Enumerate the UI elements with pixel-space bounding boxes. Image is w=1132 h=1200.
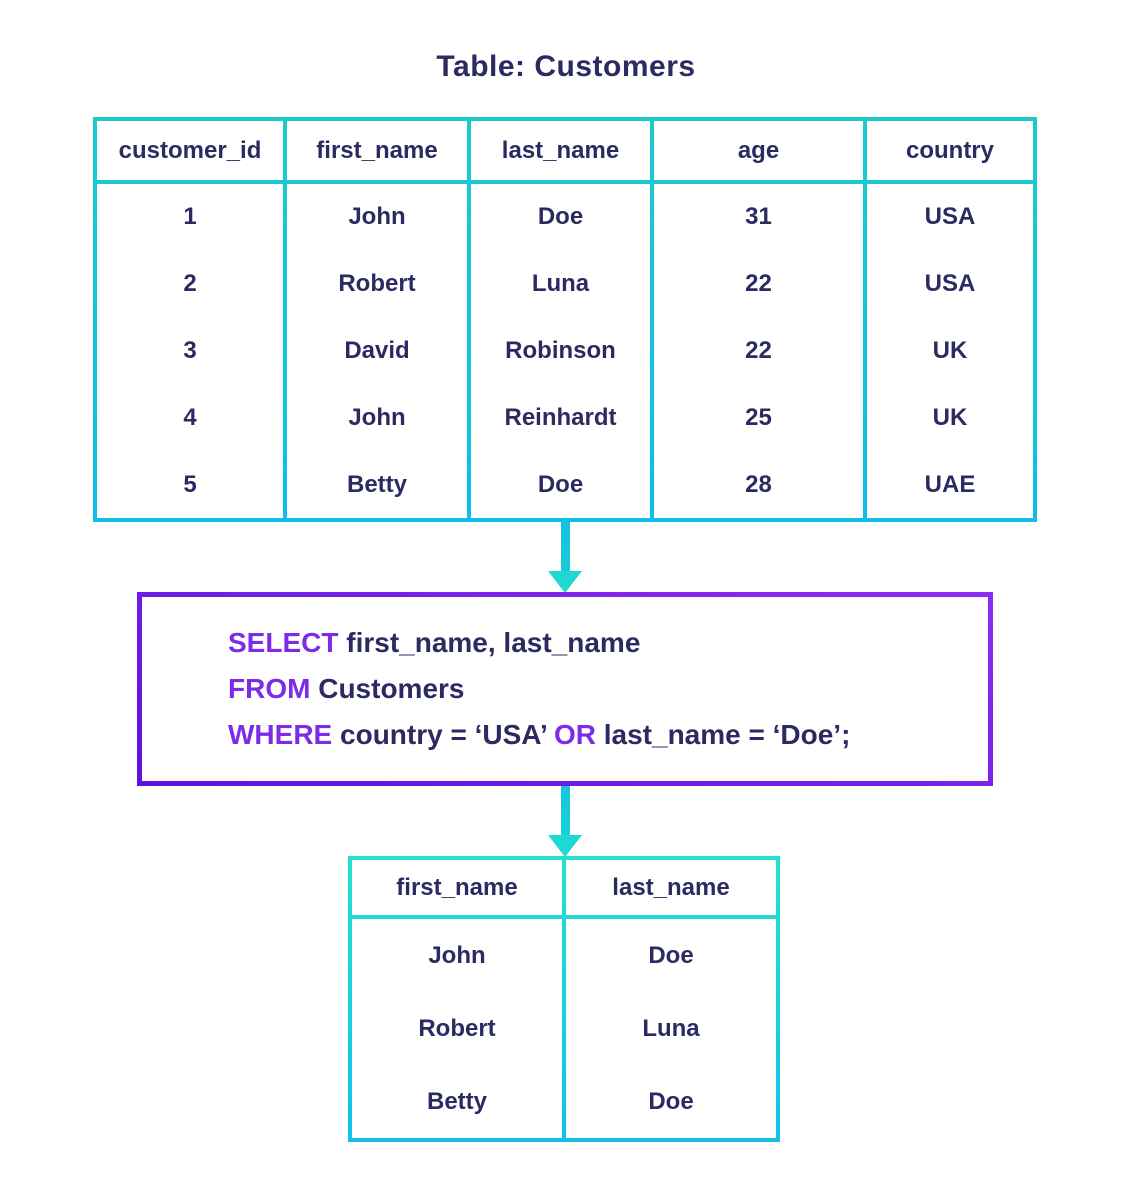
- table-cell: Doe: [537, 470, 584, 498]
- table-cell: 28: [745, 470, 772, 498]
- table-cell: John: [348, 203, 406, 231]
- table-cell: 22: [745, 336, 772, 364]
- column-header-first-name: first_name: [287, 121, 467, 180]
- result-column-header-last-name: last_name: [566, 860, 776, 915]
- table-cell: David: [344, 336, 410, 364]
- table-cell: Luna: [531, 270, 590, 298]
- column-header-customer-id: customer_id: [97, 121, 283, 180]
- table-cell: 25: [745, 403, 772, 431]
- sql-line-from: FROM Customers: [228, 666, 988, 712]
- sql-keyword-from: FROM: [228, 673, 311, 704]
- table-cell: John: [428, 941, 486, 969]
- result-column-header-first-name: first_name: [352, 860, 562, 915]
- sql-query-box: SELECT first_name, last_name FROM Custom…: [137, 592, 993, 786]
- table-cell: UK: [932, 403, 968, 431]
- table-cell: Luna: [642, 1014, 700, 1042]
- table-cell: 31: [745, 203, 772, 231]
- sql-text: last_name = ‘Doe’;: [595, 719, 851, 750]
- result-table: first_name last_name John Robert Betty D…: [348, 856, 780, 1142]
- table-cell: 5: [183, 470, 197, 498]
- sql-line-where: WHERE country = ‘USA’ OR last_name = ‘Do…: [228, 712, 988, 758]
- result-column-first-name: John Robert Betty: [352, 919, 562, 1138]
- sql-keyword-or: OR: [553, 719, 596, 750]
- result-column-last-name: Doe Luna Doe: [566, 919, 776, 1138]
- customers-table: customer_id first_name last_name age cou…: [93, 117, 1037, 522]
- arrow-down-icon: [548, 835, 582, 857]
- arrow-down-icon: [561, 786, 570, 837]
- table-column-last-name: Doe Luna Robinson Reinhardt Doe: [471, 184, 650, 518]
- table-cell: UK: [932, 336, 968, 364]
- table-cell: UAE: [924, 470, 976, 498]
- table-cell: 22: [745, 270, 772, 298]
- table-cell: Doe: [648, 941, 694, 969]
- table-column-country: USA USA UK UK UAE: [867, 184, 1033, 518]
- column-header-country: country: [867, 121, 1033, 180]
- table-cell: Robinson: [505, 336, 616, 364]
- sql-text: country = ‘USA’: [332, 719, 554, 750]
- table-cell: USA: [924, 270, 976, 298]
- table-cell: Robert: [338, 270, 416, 298]
- table-cell: 4: [183, 403, 197, 431]
- sql-text: Customers: [310, 673, 465, 704]
- table-column-customer-id: 1 2 3 4 5: [97, 184, 283, 518]
- table-cell: John: [348, 403, 406, 431]
- arrow-down-icon: [561, 522, 570, 573]
- table-cell: 1: [183, 203, 197, 231]
- table-cell: 3: [183, 336, 197, 364]
- table-cell: Betty: [426, 1087, 487, 1115]
- table-cell: Doe: [648, 1087, 694, 1115]
- column-header-last-name: last_name: [471, 121, 650, 180]
- column-header-age: age: [654, 121, 863, 180]
- table-column-first-name: John Robert David John Betty: [287, 184, 467, 518]
- table-cell: Reinhardt: [504, 403, 617, 431]
- table-cell: Betty: [346, 470, 407, 498]
- table-cell: 2: [183, 270, 197, 298]
- sql-keyword-where: WHERE: [228, 719, 333, 750]
- diagram-title: Table: Customers: [436, 50, 696, 83]
- table-cell: USA: [924, 203, 976, 231]
- table-column-age: 31 22 22 25 28: [654, 184, 863, 518]
- sql-query-content: SELECT first_name, last_name FROM Custom…: [142, 597, 988, 781]
- table-cell: Robert: [418, 1014, 496, 1042]
- arrow-down-icon: [548, 571, 582, 593]
- table-cell: Doe: [537, 203, 584, 231]
- sql-line-select: SELECT first_name, last_name: [228, 620, 988, 666]
- sql-text: first_name, last_name: [338, 627, 641, 658]
- sql-keyword-select: SELECT: [228, 627, 339, 658]
